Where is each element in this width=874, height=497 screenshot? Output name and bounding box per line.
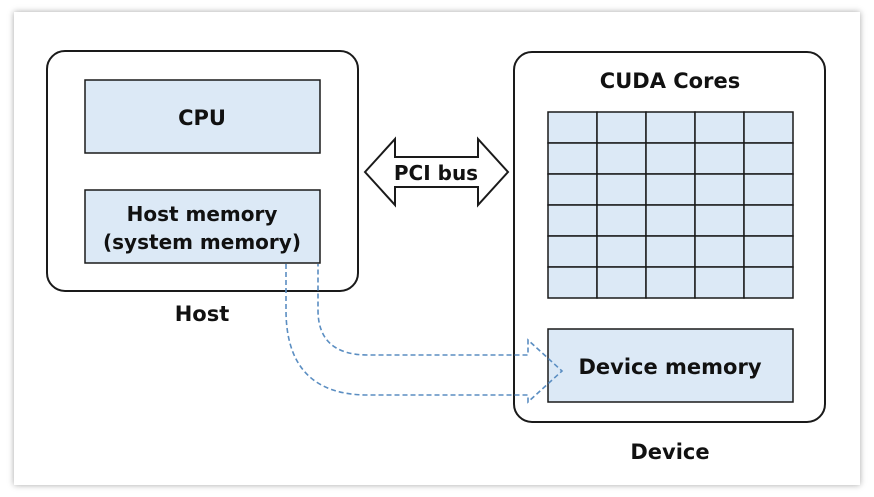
pci-bus-label: PCI bus	[394, 161, 478, 185]
cuda-core-cell	[547, 266, 598, 299]
cuda-core-cell	[596, 204, 647, 237]
cuda-core-cell	[547, 204, 598, 237]
cuda-core-cell	[694, 235, 745, 268]
device-memory-box	[547, 328, 794, 403]
cuda-core-cell	[694, 142, 745, 175]
cpu-label: CPU	[178, 106, 226, 130]
cuda-core-cell	[743, 173, 794, 206]
cpu-box	[84, 79, 321, 154]
cuda-core-cell	[645, 173, 696, 206]
cuda-core-cell	[596, 142, 647, 175]
cuda-core-cell	[694, 173, 745, 206]
host-memory-label-line2: (system memory)	[103, 230, 301, 254]
cuda-core-cell	[743, 204, 794, 237]
cuda-core-cell	[596, 173, 647, 206]
device-memory-label: Device memory	[578, 355, 761, 379]
cuda-core-cell	[694, 204, 745, 237]
cuda-core-cell	[645, 266, 696, 299]
cuda-core-cell	[547, 111, 598, 144]
host-memory-label-line1: Host memory	[127, 202, 278, 226]
cuda-core-cell	[645, 111, 696, 144]
cuda-core-cell	[694, 266, 745, 299]
cuda-core-cell	[743, 235, 794, 268]
cuda-core-cell	[743, 266, 794, 299]
cuda-core-cell	[596, 111, 647, 144]
device-label: Device	[630, 440, 709, 464]
host-label: Host	[175, 302, 230, 326]
host-memory-box	[84, 189, 321, 264]
cuda-cores-label: CUDA Cores	[600, 69, 740, 93]
cuda-core-cell	[743, 111, 794, 144]
memory-transfer-arrow	[285, 264, 564, 404]
cuda-core-cell	[743, 142, 794, 175]
cuda-core-cell	[547, 173, 598, 206]
cuda-core-cell	[694, 111, 745, 144]
cuda-core-cell	[645, 204, 696, 237]
cuda-core-cell	[547, 142, 598, 175]
cuda-core-cell	[645, 235, 696, 268]
cuda-core-cell	[596, 266, 647, 299]
cuda-core-cell	[596, 235, 647, 268]
cuda-core-cell	[547, 235, 598, 268]
cuda-core-cell	[645, 142, 696, 175]
cuda-core-grid	[547, 111, 794, 299]
pci-bus-arrow	[363, 136, 510, 208]
